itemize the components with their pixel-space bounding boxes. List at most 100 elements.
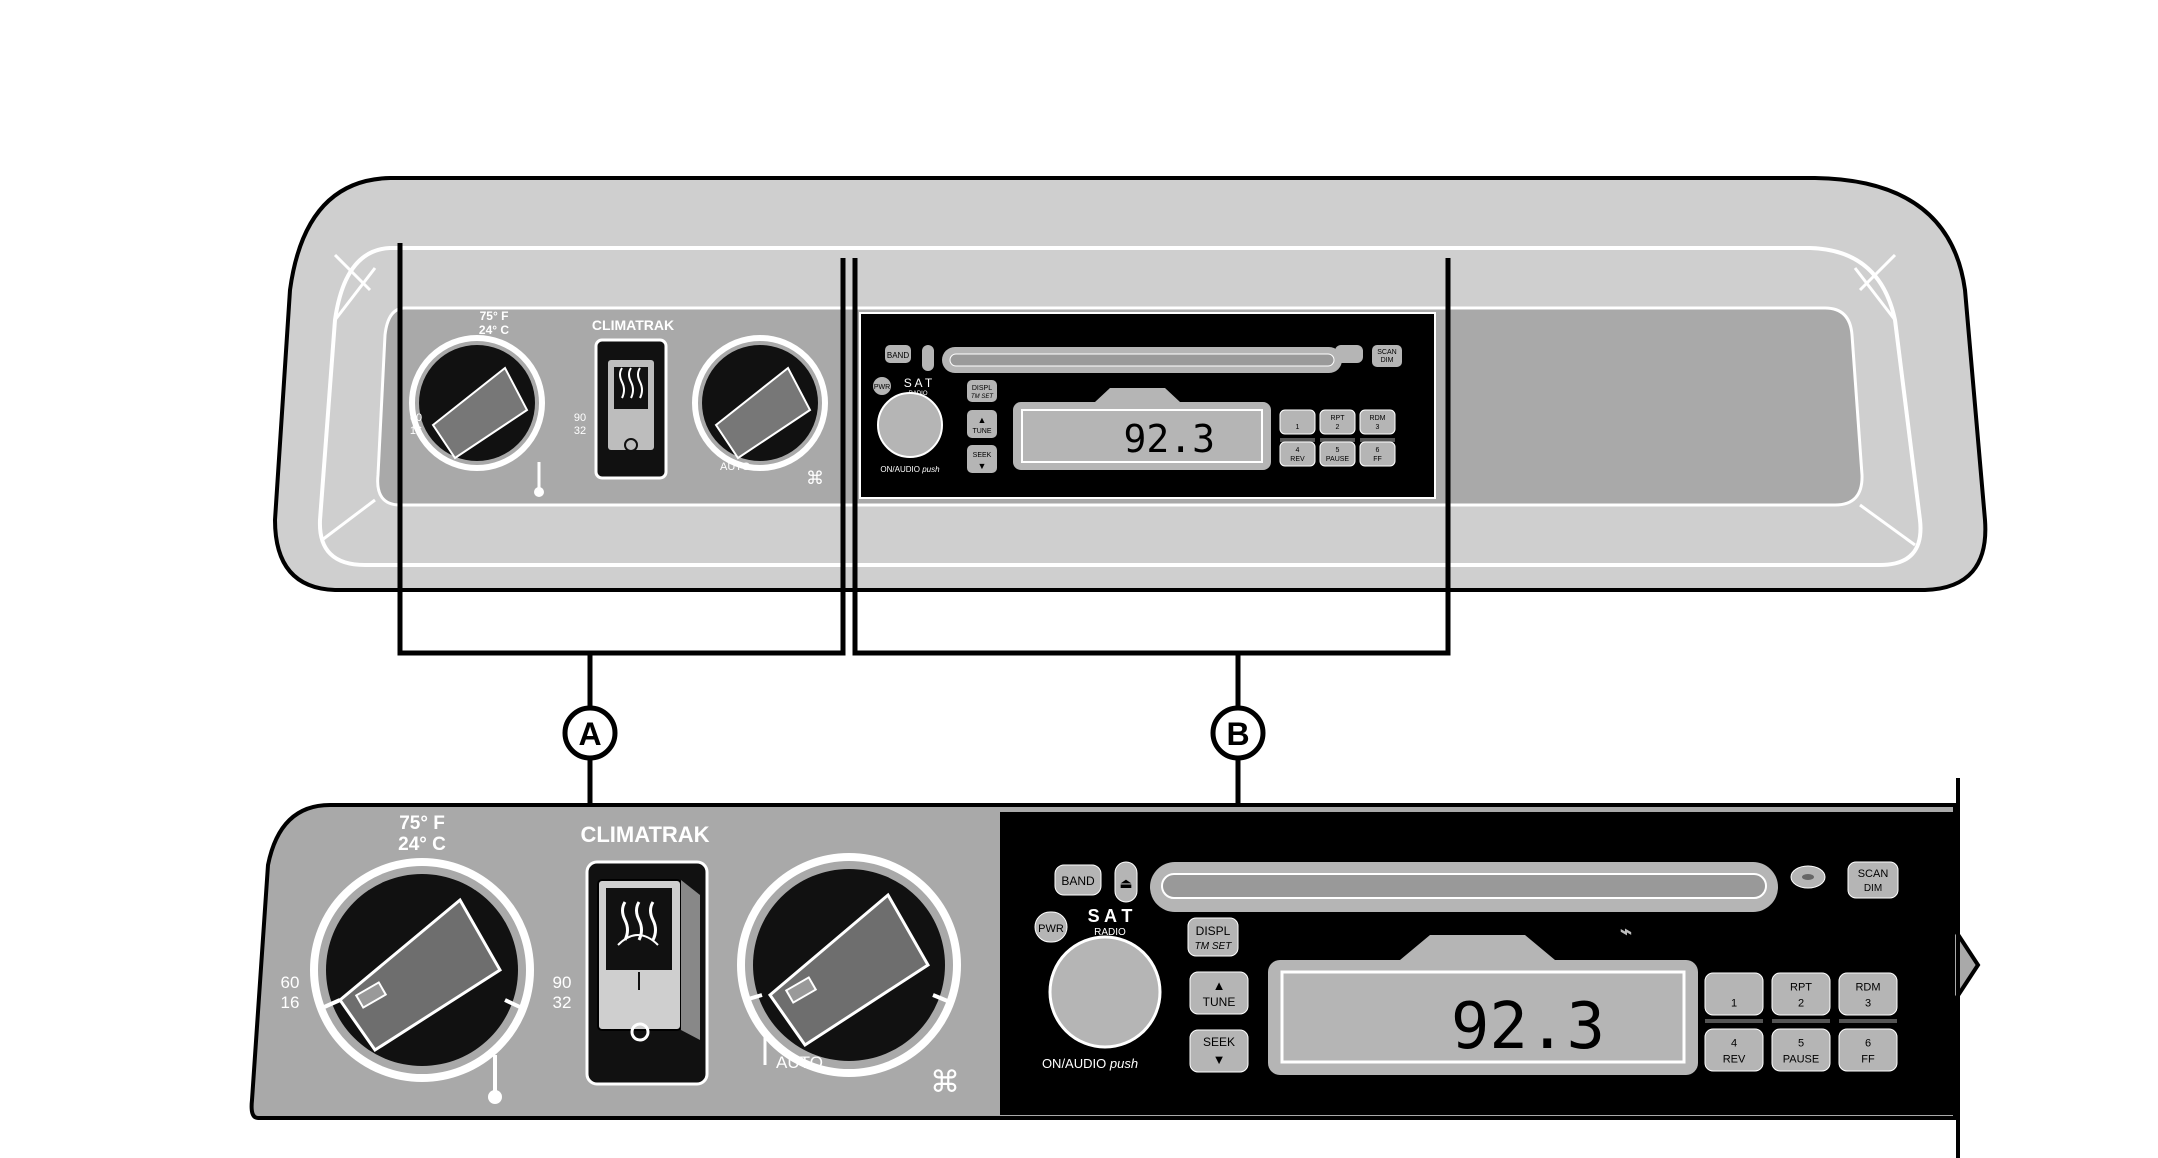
display-hood-small [1095, 388, 1180, 402]
volume-knob-small[interactable] [877, 392, 943, 458]
preset-divider-small [1360, 438, 1395, 442]
bezel-corner-line [333, 267, 377, 321]
preset-divider-small [1280, 438, 1315, 442]
high-f-label: 90 [553, 973, 572, 992]
dashboard-overview: 75° F 24° C 60 16 90 32 CLIMATRAK [272, 176, 1988, 592]
frequency-readout-small: 92.3 [1123, 417, 1215, 461]
radio-panel-detail: BAND ⏏ SCAN DIM PWR S A T RADIO ON/AUDIO… [1000, 812, 1955, 1115]
indicator-light [630, 1022, 650, 1042]
volume-knob[interactable] [1048, 935, 1162, 1049]
fan-knob-small[interactable] [692, 335, 828, 471]
on-audio-label: ON/AUDIO push [1042, 1056, 1138, 1071]
on-audio-label-small: ON/AUDIO push [880, 465, 940, 474]
seek-label: SEEK [1203, 1035, 1235, 1049]
auto-label-small: AUTO [720, 461, 751, 473]
bezel-corner-line [1858, 253, 1897, 292]
preset-bottom-label-small: 2 [1336, 424, 1340, 431]
lcd-display-small [1013, 402, 1271, 470]
band-label-small: BAND [887, 351, 909, 360]
preset-top-label-small: 6 [1376, 447, 1380, 454]
displ-label: DISPL [1196, 924, 1231, 938]
preset-bottom-label: 2 [1798, 998, 1804, 1010]
displ-tm-set-button[interactable] [1187, 917, 1239, 957]
preset-button-6-small[interactable]: 6FF [1359, 441, 1396, 467]
tune-button[interactable] [1189, 971, 1249, 1015]
fan-knob[interactable] [737, 853, 961, 1077]
thermometer-icon [534, 462, 544, 497]
temp-knob[interactable] [310, 858, 534, 1082]
pwr-button-small[interactable] [873, 377, 891, 395]
temp-knob-small[interactable] [409, 335, 545, 471]
bezel-corner-line [1853, 267, 1897, 321]
preset-bottom-label-small: REV [1290, 456, 1305, 463]
eject-button-small[interactable] [922, 345, 934, 371]
sat-label-small: S A T [904, 376, 933, 390]
preset-bottom-label: REV [1723, 1054, 1746, 1066]
preset-top-label-small: RDM [1370, 415, 1386, 422]
seek-down-icon-small: ▼ [978, 461, 987, 471]
pwr-button[interactable] [1034, 911, 1068, 943]
defrost-switch[interactable] [585, 860, 709, 1086]
seek-down-icon: ▼ [1213, 1052, 1226, 1067]
brand-logo-icon: ⌁ [1620, 921, 1632, 943]
preset-top-label: RDM [1855, 982, 1880, 994]
temp-f-label: 75° F [399, 813, 445, 834]
climatrak-brand-small: CLIMATRAK [592, 317, 674, 333]
scan-label-small: SCAN [1377, 349, 1396, 356]
scan-dim-button[interactable] [1847, 861, 1899, 899]
temp-c-label-small: 24° C [479, 323, 509, 337]
preset-divider [1705, 1019, 1763, 1023]
scan-button-small[interactable] [1372, 345, 1402, 367]
preset-top-label: 4 [1731, 1038, 1737, 1050]
band-button[interactable] [1054, 864, 1102, 896]
preset-bottom-label-small: PAUSE [1326, 456, 1350, 463]
high-c-label-small: 32 [574, 425, 586, 437]
pwr-label: PWR [1038, 923, 1064, 935]
low-c-label-small: 16 [410, 425, 422, 437]
cd-icon-small [1335, 345, 1363, 363]
preset-bottom-label: FF [1861, 1054, 1875, 1066]
bracket-a [397, 243, 846, 656]
fan-tick-low [744, 993, 763, 1002]
sat-label: S A T [1088, 906, 1133, 926]
eject-button[interactable] [1114, 861, 1138, 903]
seek-label-small: SEEK [973, 452, 992, 459]
bracket-b [852, 258, 1451, 656]
detail-panel: 75° F 24° C 60 16 90 32 CLIMATRAK [249, 778, 1981, 1158]
preset-divider-small [1320, 438, 1355, 442]
bezel-corner-line [333, 253, 372, 292]
low-c-label: 16 [281, 993, 300, 1012]
dash-bezel-inner-line [317, 246, 1923, 567]
band-button-small[interactable] [885, 345, 911, 363]
dim-label: DIM [1864, 883, 1882, 894]
fan-icon-small: ⌘ [806, 468, 824, 488]
temp-c-label: 24° C [398, 834, 446, 855]
climate-panel-detail: 75° F 24° C 60 16 90 32 CLIMATRAK [281, 813, 961, 1104]
displ-button-small[interactable] [967, 380, 997, 402]
seek-button-small[interactable] [967, 445, 997, 473]
band-label: BAND [1061, 874, 1095, 888]
seek-button[interactable] [1189, 1029, 1249, 1073]
fan-icon: ⌘ [930, 1066, 960, 1099]
auto-label: AUTO [776, 1053, 823, 1072]
temp-f-label-small: 75° F [480, 309, 509, 323]
preset-button-1[interactable]: 1 [1704, 972, 1764, 1016]
preset-divider [1772, 1019, 1830, 1023]
tune-button-small[interactable] [967, 410, 997, 438]
defrost-switch-small[interactable] [594, 338, 668, 480]
preset-button-6[interactable]: 6FF [1838, 1028, 1898, 1072]
high-c-label: 32 [553, 993, 572, 1012]
pwr-label-small: PWR [874, 384, 890, 391]
climatrak-brand: CLIMATRAK [580, 822, 709, 847]
temp-tick-high [504, 998, 523, 1010]
preset-button-1-small[interactable]: 1 [1279, 409, 1316, 435]
